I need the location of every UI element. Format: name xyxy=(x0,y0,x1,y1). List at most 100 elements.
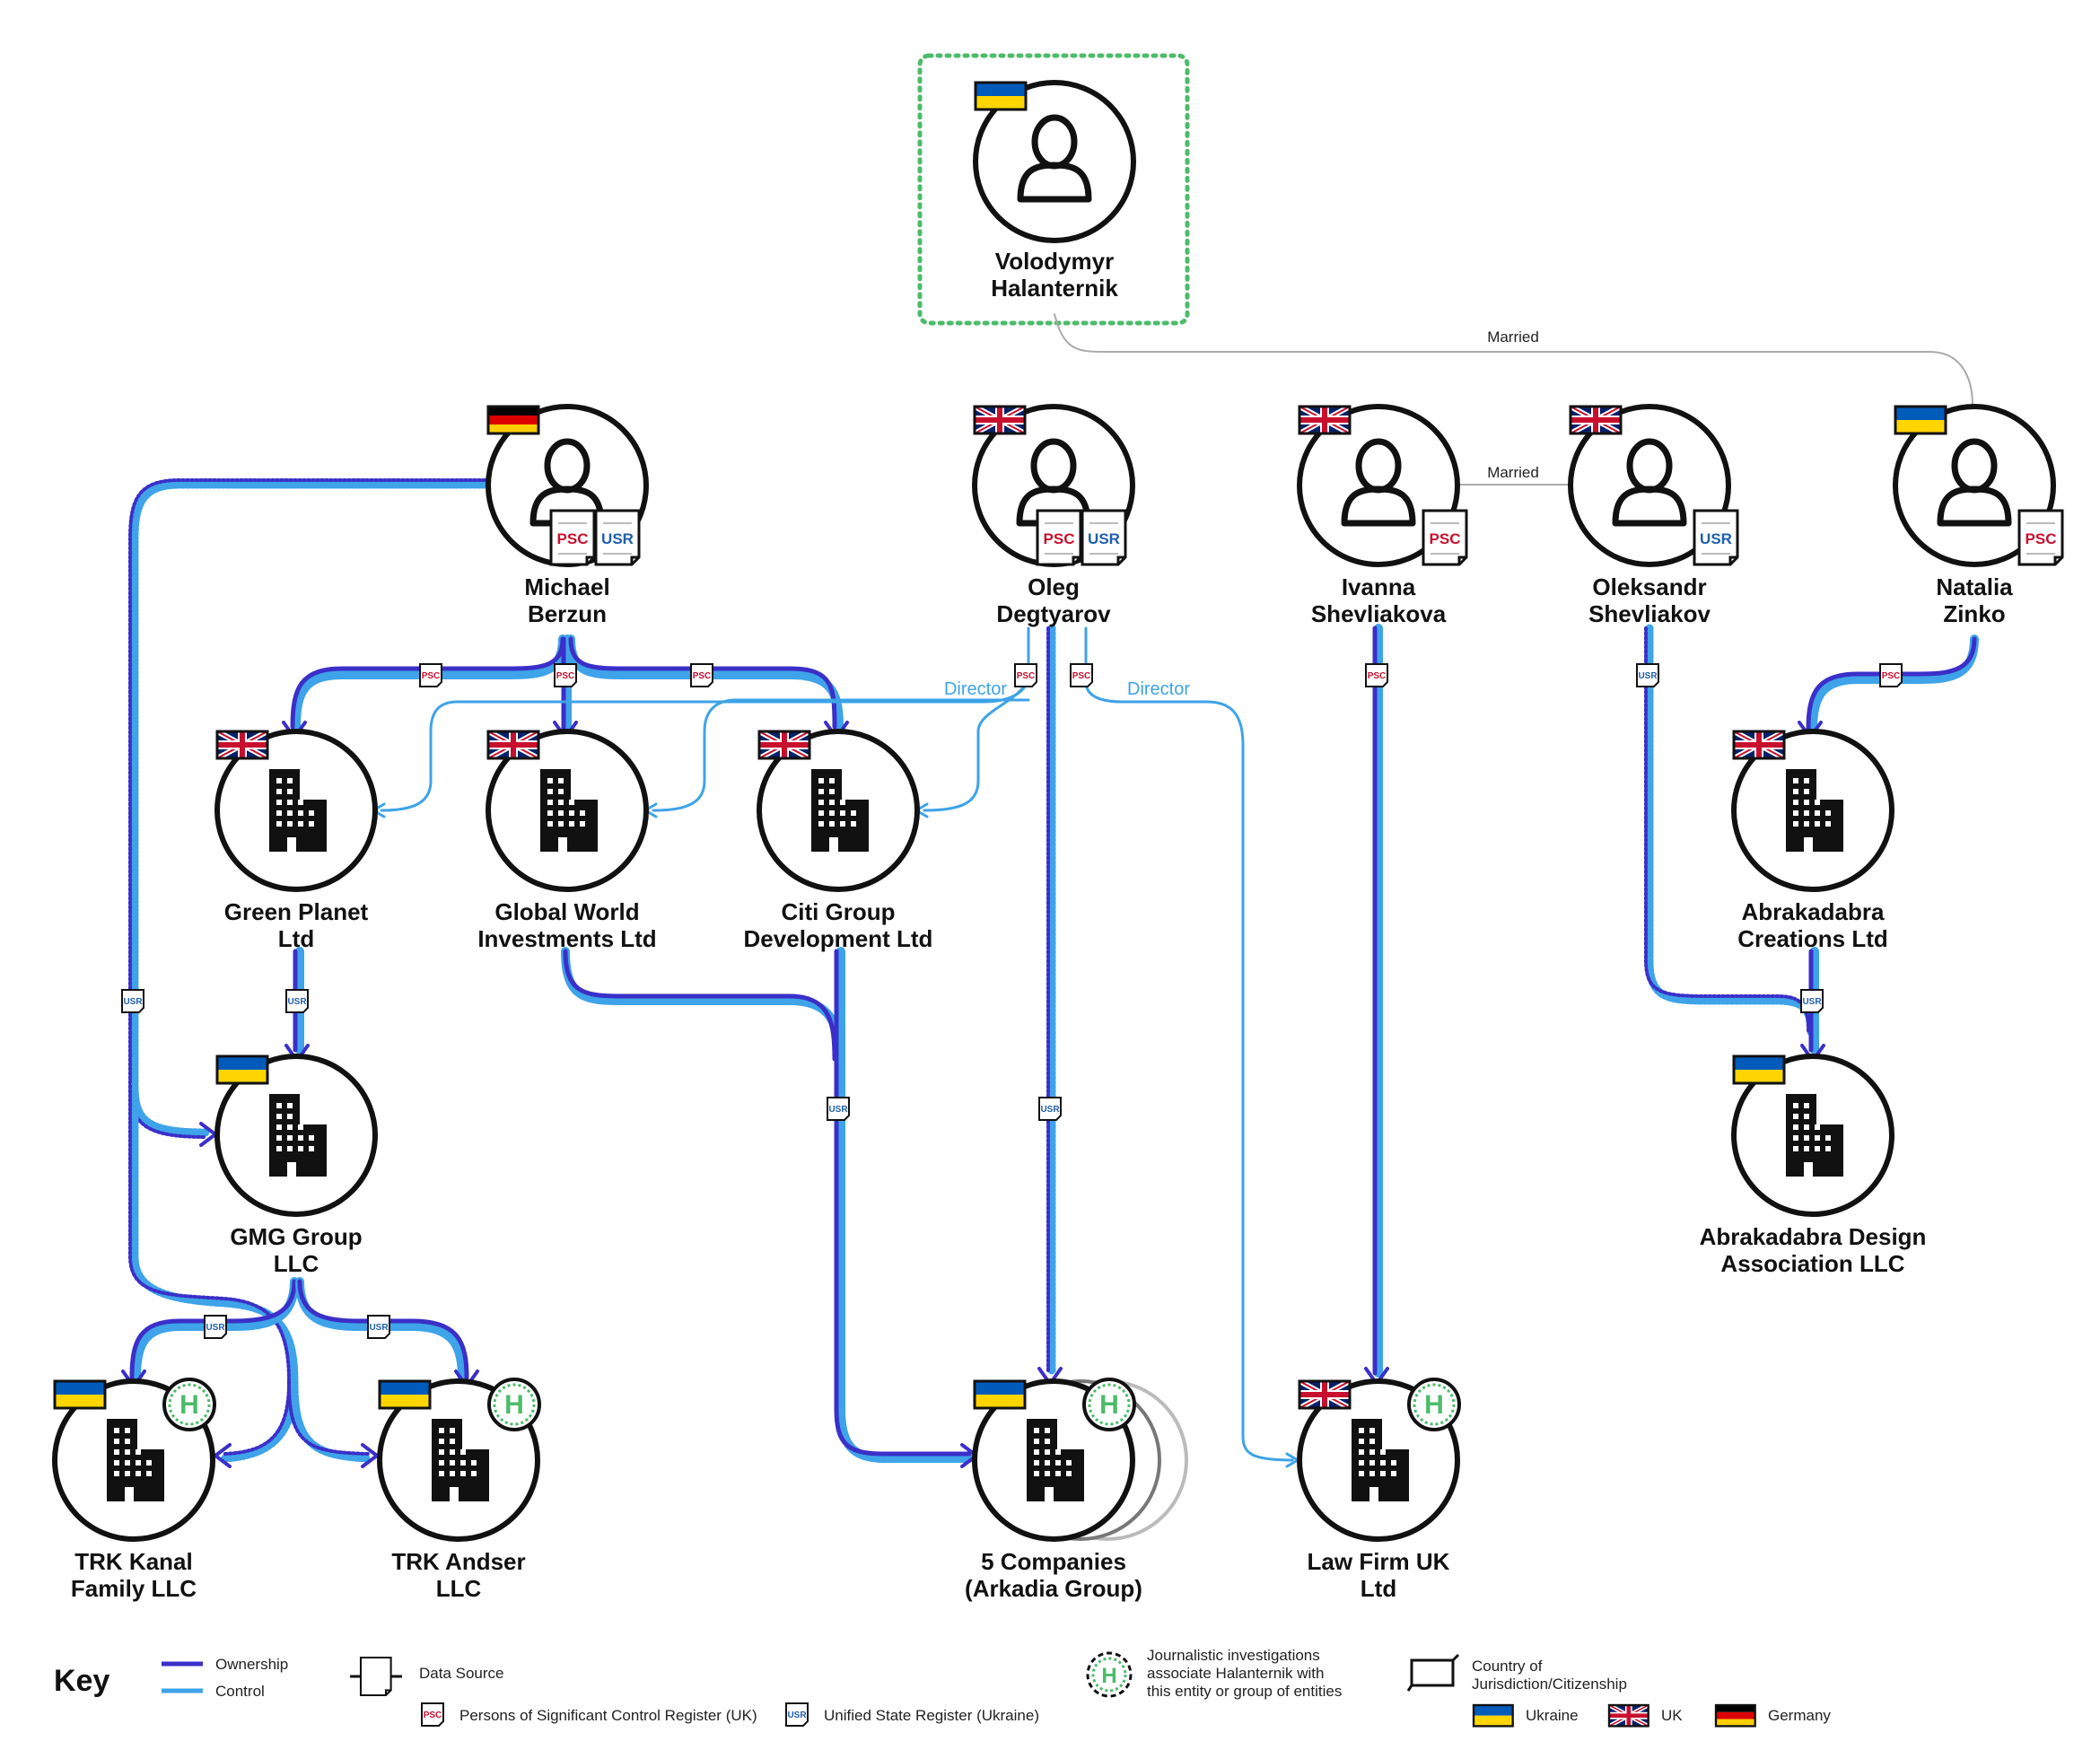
node-label-line2: Investments Ltd xyxy=(477,925,656,952)
svg-text:H: H xyxy=(1099,1390,1119,1420)
edge-berzun-citi xyxy=(566,634,849,739)
key-usr-icon: USR xyxy=(785,1702,809,1727)
svg-text:USR: USR xyxy=(369,1323,389,1333)
node-label-line2: Development Ltd xyxy=(744,925,933,952)
svg-text:USR: USR xyxy=(1088,530,1120,547)
node-label-line2: LLC xyxy=(274,1250,319,1277)
usr-source-icon: USR xyxy=(1693,509,1739,566)
key-psc-icon: PSC xyxy=(421,1702,444,1727)
node-label-line1: Abrakadabra xyxy=(1742,898,1885,925)
usr-edge-badge: USR xyxy=(1800,989,1824,1013)
h-badge-icon: H xyxy=(487,1378,541,1431)
node-circle xyxy=(1297,404,1460,567)
node-label-line2: Degtyarov xyxy=(996,600,1111,627)
svg-text:USR: USR xyxy=(123,997,143,1007)
key: Key Ownership Control Data Source PSC Pe… xyxy=(54,1647,1831,1726)
psc-edge-badge: PSC xyxy=(419,663,442,687)
usr-edge-badge: USR xyxy=(827,1097,850,1121)
key-country-1: Country of xyxy=(1472,1658,1543,1675)
key-control: Control xyxy=(215,1683,265,1700)
key-flag-germany xyxy=(1714,1703,1756,1728)
psc-source-icon: PSC xyxy=(1422,509,1468,566)
key-psc-desc: Persons of Significant Control Register … xyxy=(459,1707,757,1724)
flag-ua-icon xyxy=(215,1054,269,1085)
edge-ivanna-lawfirm xyxy=(1364,624,1389,1386)
h-badge-icon: H xyxy=(162,1378,216,1431)
key-flag-uk xyxy=(1609,1705,1649,1726)
key-country-icon xyxy=(1406,1653,1460,1692)
node-five-companies[interactable]: H 5 Companies(Arkadia Group) xyxy=(965,1378,1188,1602)
flag-uk-icon xyxy=(1734,731,1784,758)
svg-text:USR: USR xyxy=(287,997,307,1007)
node-circle xyxy=(973,80,1136,243)
psc-source-icon: PSC xyxy=(2017,509,2064,566)
node-label-line1: Michael xyxy=(524,573,609,600)
psc-edge-badge: PSC xyxy=(554,663,577,687)
node-label-line1: GMG Group xyxy=(230,1223,362,1250)
node-label-line1: Natalia xyxy=(1936,573,2013,600)
svg-text:PSC: PSC xyxy=(1044,530,1075,547)
usr-edge-badge: USR xyxy=(285,989,309,1013)
usr-source-icon: USR xyxy=(1081,509,1127,566)
svg-text:PSC: PSC xyxy=(693,671,712,681)
node-label-line1: 5 Companies xyxy=(981,1548,1126,1575)
node-label-line2: (Arkadia Group) xyxy=(965,1575,1142,1602)
flag-ua-icon xyxy=(53,1379,107,1410)
director-label-1: Director xyxy=(944,679,1007,699)
svg-text:H: H xyxy=(179,1390,199,1420)
node-label-line2: Halanternik xyxy=(991,275,1118,302)
svg-text:PSC: PSC xyxy=(1882,671,1901,681)
flag-uk-icon xyxy=(975,407,1025,433)
psc-edge-badge: PSC xyxy=(1879,663,1903,687)
usr-edge-badge: USR xyxy=(1038,1097,1062,1121)
flag-ua-icon xyxy=(973,1379,1027,1410)
psc-source-icon: PSC xyxy=(549,509,596,566)
node-label-line1: TRK Kanal xyxy=(74,1548,192,1575)
usr-edge-badge: USR xyxy=(1636,663,1659,687)
node-label-line2: Family LLC xyxy=(71,1575,197,1602)
key-ownership: Ownership xyxy=(215,1656,288,1673)
svg-text:PSC: PSC xyxy=(1430,530,1461,547)
married-label-1: Married xyxy=(1487,328,1539,346)
flag-uk-icon xyxy=(1299,1381,1350,1408)
svg-text:PSC: PSC xyxy=(1017,671,1036,681)
svg-text:PSC: PSC xyxy=(1368,671,1387,681)
svg-text:PSC: PSC xyxy=(2026,530,2057,547)
key-h-desc-3: this entity or group of entities xyxy=(1147,1683,1342,1700)
key-h-desc-1: Journalistic investigations xyxy=(1147,1647,1320,1664)
svg-text:PSC: PSC xyxy=(557,530,589,547)
highlight-box xyxy=(917,53,1190,326)
svg-text:USR: USR xyxy=(828,1105,848,1115)
psc-edge-badge: PSC xyxy=(690,663,713,687)
node-label-line2: Zinko xyxy=(1943,600,2005,627)
node-label-line2: Berzun xyxy=(528,600,607,627)
key-h-desc-2: associate Halanternik with xyxy=(1147,1665,1324,1682)
svg-text:PSC: PSC xyxy=(556,671,575,681)
node-label-line1: Abrakadabra Design xyxy=(1700,1223,1927,1250)
node-label-line2: Ltd xyxy=(278,925,314,952)
key-usr-desc: Unified State Register (Ukraine) xyxy=(824,1707,1039,1724)
edge-berzun-green-planet xyxy=(282,634,567,739)
psc-edge-badge: PSC xyxy=(1014,663,1037,687)
key-title: Key xyxy=(54,1664,109,1698)
flag-uk-icon xyxy=(1299,407,1350,433)
node-label-line1: Global World xyxy=(494,898,639,925)
node-circle xyxy=(1568,404,1731,567)
